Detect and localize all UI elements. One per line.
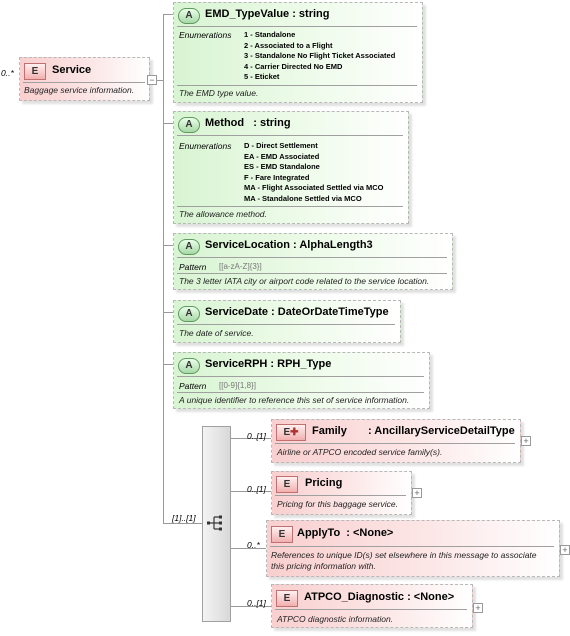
expand-family-button[interactable]: + <box>521 436 531 446</box>
divider <box>177 376 424 377</box>
element-atpco-diagnostic[interactable]: E ATPCO_Diagnostic : <None> ATPCO diagno… <box>271 584 473 628</box>
attribute-servicerph[interactable]: A ServiceRPH : RPH_Type Pattern [[0-9]{1… <box>173 352 430 409</box>
divider <box>177 135 403 136</box>
divider <box>177 26 417 27</box>
expand-pricing-button[interactable]: + <box>412 488 422 498</box>
atpco-cardinality: 0..[1] <box>247 598 266 608</box>
divider <box>177 257 447 258</box>
service-connector <box>153 80 163 81</box>
element-pricing[interactable]: E Pricing Pricing for this baggage servi… <box>271 471 412 515</box>
connector-location <box>163 245 173 246</box>
pattern-label: Pattern <box>179 262 207 272</box>
method-doc: The allowance method. <box>179 209 267 219</box>
element-badge: E <box>271 526 293 543</box>
sequence-cardinality: [1]..[1] <box>172 513 196 523</box>
connector-sequence <box>163 523 203 524</box>
attribute-method[interactable]: A Method : string Enumerations D - Direc… <box>173 111 409 224</box>
expand-atpco-button[interactable]: + <box>473 603 483 613</box>
enum-item: 3 - Standalone No Flight Ticket Associat… <box>244 51 396 60</box>
sequence-compositor[interactable] <box>202 426 231 622</box>
servicedate-title: ServiceDate : DateOrDateTimeType <box>205 306 389 318</box>
complex-type-icon: ✚ <box>290 427 299 438</box>
applyto-title: ApplyTo : <None> <box>297 527 394 539</box>
attribute-emd-typevalue[interactable]: A EMD_TypeValue : string Enumerations 1 … <box>173 2 423 103</box>
family-cardinality: 0..[1] <box>247 431 266 441</box>
enum-item: EA - EMD Associated <box>244 151 320 161</box>
enum-item: 4 - Carrier Directed No EMD <box>244 61 343 71</box>
element-badge: E <box>24 63 46 80</box>
emd-title: EMD_TypeValue : string <box>205 8 330 20</box>
pattern-label: Pattern <box>179 381 207 391</box>
servicerph-doc: A unique identifier to reference this se… <box>179 395 410 405</box>
enumerations-label: Enumerations <box>179 141 232 151</box>
applyto-cardinality: 0..* <box>247 540 260 550</box>
seq-to-atpco <box>231 606 271 607</box>
servicerph-title: ServiceRPH : RPH_Type <box>205 358 332 370</box>
servicedate-doc: The date of service. <box>179 328 254 338</box>
pricing-title: Pricing <box>305 477 343 489</box>
divider <box>275 609 467 610</box>
element-applyto[interactable]: E ApplyTo : <None> References to unique … <box>266 520 560 577</box>
atpco-title: ATPCO_Diagnostic : <None> <box>304 591 455 603</box>
attribute-badge: A <box>178 306 200 322</box>
attribute-badge: A <box>178 358 200 374</box>
enum-item: 1 - Standalone <box>244 30 296 39</box>
element-family[interactable]: E✚ Family : AncillaryServiceDetailType A… <box>271 419 521 463</box>
divider <box>270 546 554 547</box>
divider <box>177 392 424 393</box>
enum-item: ES - EMD Standalone <box>244 162 320 171</box>
divider <box>23 82 145 83</box>
connector-rph <box>163 364 173 365</box>
service-doc: Baggage service information. <box>24 85 135 95</box>
attribute-badge: A <box>178 239 200 255</box>
atpco-doc: ATPCO diagnostic information. <box>277 614 394 624</box>
seq-to-pricing <box>231 491 271 492</box>
servicelocation-title: ServiceLocation : AlphaLength3 <box>205 239 373 251</box>
method-title: Method : string <box>205 117 291 129</box>
divider <box>275 443 515 444</box>
attribute-badge: A <box>178 117 200 133</box>
attribute-badge: A <box>178 8 200 24</box>
servicelocation-doc: The 3 letter IATA city or airport code r… <box>179 276 430 286</box>
collapse-service-button[interactable]: − <box>147 75 157 85</box>
connector-date <box>163 312 173 313</box>
attribute-servicelocation[interactable]: A ServiceLocation : AlphaLength3 Pattern… <box>173 233 453 290</box>
divider <box>177 273 447 274</box>
divider <box>177 85 417 86</box>
enum-item: 2 - Associated to a Flight <box>244 40 333 50</box>
element-badge: E <box>276 590 298 607</box>
emd-doc: The EMD type value. <box>179 88 259 98</box>
divider <box>177 206 403 207</box>
element-badge: E✚ <box>276 424 306 441</box>
pattern-value: [[0-9]{1,8}] <box>219 381 256 390</box>
enum-item: MA - Flight Associated Settled via MCO <box>244 183 384 192</box>
pricing-doc: Pricing for this baggage service. <box>277 499 398 509</box>
seq-to-applyto <box>231 548 266 549</box>
divider <box>177 324 395 325</box>
applyto-doc-line1: References to unique ID(s) set elsewhere… <box>271 550 537 560</box>
family-type: : AncillaryServiceDetailType <box>368 425 515 437</box>
family-doc: Airline or ATPCO encoded service family(… <box>277 447 443 457</box>
expand-applyto-button[interactable]: + <box>560 545 570 555</box>
sequence-icon <box>207 515 222 531</box>
service-cardinality: 0..* <box>1 68 14 78</box>
enum-item: D - Direct Settlement <box>244 141 318 150</box>
enum-item: 5 - Eticket <box>244 72 280 81</box>
enum-item: MA - Standalone Settled via MCO <box>244 193 362 203</box>
attribute-servicedate[interactable]: A ServiceDate : DateOrDateTimeType The d… <box>173 300 401 343</box>
attribute-spine <box>163 14 164 523</box>
connector-method <box>163 123 173 124</box>
applyto-doc-line2: this pricing information with. <box>271 561 376 571</box>
element-badge: E <box>276 476 298 493</box>
service-element[interactable]: E Service Baggage service information. <box>19 57 150 101</box>
pattern-value: [[a-zA-Z]{3}] <box>219 262 262 271</box>
enum-item: F - Fare Integrated <box>244 172 310 182</box>
family-title: Family <box>312 425 347 437</box>
service-title: Service <box>52 64 92 76</box>
pricing-cardinality: 0..[1] <box>247 484 266 494</box>
connector-emd <box>163 14 173 15</box>
divider <box>275 495 406 496</box>
seq-to-family <box>231 438 271 439</box>
enumerations-label: Enumerations <box>179 30 232 40</box>
